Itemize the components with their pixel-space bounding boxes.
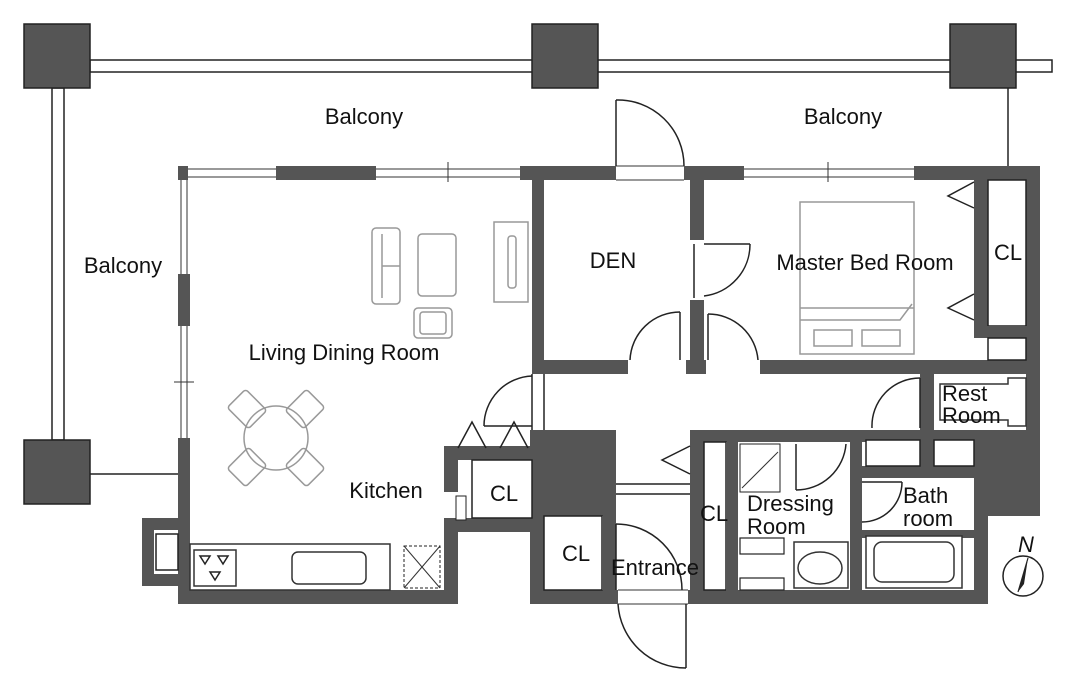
balcony-structure bbox=[23, 23, 1053, 505]
stove-burner-icon bbox=[208, 571, 222, 582]
north-arrow-icon: N bbox=[1002, 532, 1044, 597]
label-master-bed: Master Bed Room bbox=[776, 250, 953, 275]
dining-chair bbox=[227, 389, 325, 487]
column-ne bbox=[949, 23, 1017, 89]
room-labels: Balcony Balcony Balcony Living Dining Ro… bbox=[84, 104, 1022, 580]
stove-burner-icon bbox=[198, 555, 212, 566]
toilet bbox=[939, 377, 1027, 427]
stove-burner-icon bbox=[216, 555, 230, 566]
label-bath-line2: room bbox=[903, 506, 953, 531]
label-cl-kitchen: CL bbox=[490, 481, 518, 506]
label-bath-line1: Bath bbox=[903, 483, 948, 508]
label-dressing-line2: Room bbox=[747, 514, 806, 539]
label-balcony-north-right: Balcony bbox=[804, 104, 882, 129]
exterior-walls bbox=[142, 162, 1040, 605]
label-rest-room-line1: Rest bbox=[942, 381, 987, 406]
column-nw bbox=[23, 23, 91, 89]
doors bbox=[483, 99, 921, 669]
label-cl-hall: CL bbox=[700, 501, 728, 526]
label-cl-master: CL bbox=[994, 240, 1022, 265]
column-n-mid bbox=[531, 23, 599, 89]
column-sw bbox=[23, 439, 91, 505]
fixtures bbox=[189, 377, 1027, 591]
label-kitchen: Kitchen bbox=[349, 478, 422, 503]
label-balcony-west: Balcony bbox=[84, 253, 162, 278]
label-entrance: Entrance bbox=[611, 555, 699, 580]
label-living-dining: Living Dining Room bbox=[249, 340, 440, 365]
compass-north-label: N bbox=[1018, 532, 1034, 557]
label-dressing-line1: Dressing bbox=[747, 491, 834, 516]
interior-walls bbox=[444, 179, 1040, 604]
label-rest-room-line2: Room bbox=[942, 403, 1001, 428]
label-balcony-north-left: Balcony bbox=[325, 104, 403, 129]
label-cl-entrance-left: CL bbox=[562, 541, 590, 566]
label-den: DEN bbox=[590, 248, 636, 273]
balcony-railing-west bbox=[51, 87, 65, 441]
furniture bbox=[227, 201, 915, 487]
kitchen-sink bbox=[291, 551, 367, 585]
